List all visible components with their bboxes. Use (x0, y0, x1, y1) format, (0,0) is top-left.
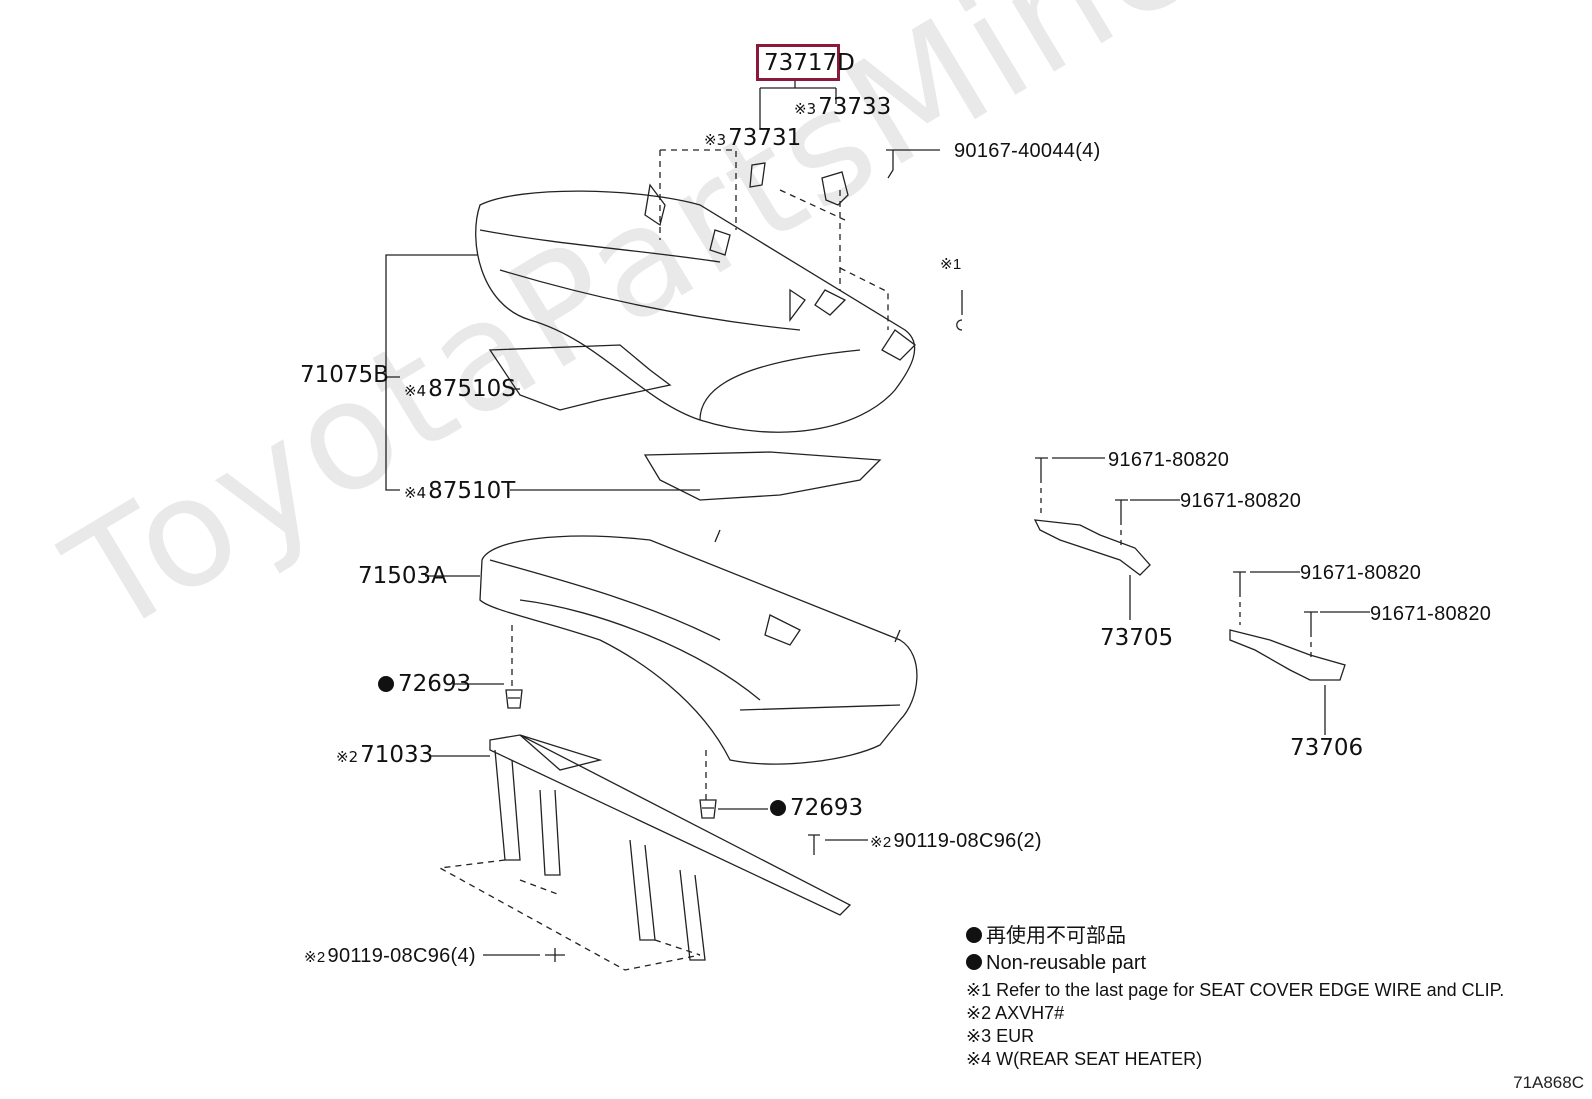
note-marker: ※2 (870, 834, 892, 851)
part-label-91671-80820-b[interactable]: 91671-80820 (1180, 490, 1302, 512)
part-label-73706[interactable]: 73706 (1290, 735, 1364, 761)
note-marker: ※4 (404, 484, 427, 502)
leader-73717D (759, 78, 837, 128)
part-label-91671-80820-d[interactable]: 91671-80820 (1370, 603, 1492, 625)
leaders-73706 (1250, 571, 1370, 735)
part-label-91671-80820-a[interactable]: 91671-80820 (1108, 449, 1230, 471)
part-label-72693-b[interactable]: 72693 (770, 797, 863, 820)
part-number: 73733 (818, 94, 892, 120)
dashed-guides-73706 (1239, 592, 1312, 660)
legend-jp-text: 再使用不可部品 (986, 925, 1126, 947)
dashed-guides-clips (511, 625, 707, 800)
dashed-guides-top (659, 149, 889, 330)
part-label-91671-80820-c[interactable]: 91671-80820 (1300, 562, 1422, 584)
note-marker: ※3 (794, 100, 817, 118)
part-label-72693-a[interactable]: 72693 (378, 673, 471, 696)
legend-jp: 再使用不可部品 (966, 926, 1126, 946)
footnote-4: ※4 W(REAR SEAT HEATER) (966, 1049, 1203, 1069)
heater-pad-87510S (488, 344, 672, 411)
note-marker: ※4 (404, 382, 427, 400)
diagram-code: 71A868C (1513, 1073, 1584, 1092)
leader-71075B (385, 254, 478, 491)
seat-cover-shape (475, 183, 916, 433)
clip-72693-b (699, 799, 717, 819)
dashed-guides-73705 (1040, 478, 1122, 548)
part-number: 90119-08C96(4) (327, 945, 476, 967)
footnote-1: ※1 Refer to the last page for SEAT COVER… (966, 980, 1505, 1000)
leaders-73705 (1052, 457, 1180, 620)
part-label-71033[interactable]: ※271033 (336, 744, 433, 767)
screw-90167 (886, 149, 900, 179)
note-marker: ※3 (704, 131, 727, 149)
part-number: 87510T (428, 478, 516, 504)
hook-73705-shape (1033, 457, 1151, 576)
part-number: 87510S (428, 376, 516, 402)
part-label-73705[interactable]: 73705 (1100, 625, 1174, 651)
non-reusable-dot (378, 676, 394, 692)
hook-73706-shape (1229, 571, 1346, 681)
footnote-2: ※2 AXVH7# (966, 1003, 1065, 1023)
part-label-87510T[interactable]: ※487510T (404, 480, 515, 503)
part-label-90167-40044[interactable]: 90167-40044(4) (954, 140, 1101, 162)
non-reusable-dot (966, 954, 982, 970)
clip-73731 (749, 162, 766, 188)
bolt-90119-a (808, 834, 820, 855)
part-label-73731[interactable]: ※373731 (704, 127, 801, 150)
ref-mark-1: ※1 (940, 256, 962, 273)
note-marker: ※2 (304, 949, 326, 966)
dashed-guides-frame (437, 859, 701, 971)
part-number: 73731 (728, 125, 802, 151)
clip-72693-a (505, 689, 523, 709)
seat-cushion-shape (479, 529, 918, 765)
footnote-3: ※3 EUR (966, 1026, 1035, 1046)
part-label-73733[interactable]: ※373733 (794, 96, 891, 119)
seat-frame-shape (489, 734, 852, 961)
part-label-73717D[interactable]: 73717D (764, 50, 855, 76)
part-label-71075B[interactable]: 71075B (300, 362, 389, 388)
part-label-87510S[interactable]: ※487510S (404, 378, 516, 401)
part-number: 72693 (398, 671, 472, 697)
part-number: 72693 (790, 795, 864, 821)
part-label-71503A[interactable]: 71503A (358, 563, 447, 589)
legend-en-text: Non-reusable part (986, 952, 1147, 974)
non-reusable-dot (770, 800, 786, 816)
note-marker: ※2 (336, 748, 359, 766)
part-number: 90119-08C96(2) (893, 830, 1042, 852)
clip-ref1 (956, 290, 963, 331)
bolt-90119-b (545, 948, 565, 962)
non-reusable-dot (966, 927, 982, 943)
part-number: 71033 (360, 742, 434, 768)
highlight-box (756, 44, 840, 81)
heater-pad-87510T (643, 451, 882, 501)
legend-en: Non-reusable part (966, 953, 1146, 973)
clip-73733 (821, 171, 849, 206)
